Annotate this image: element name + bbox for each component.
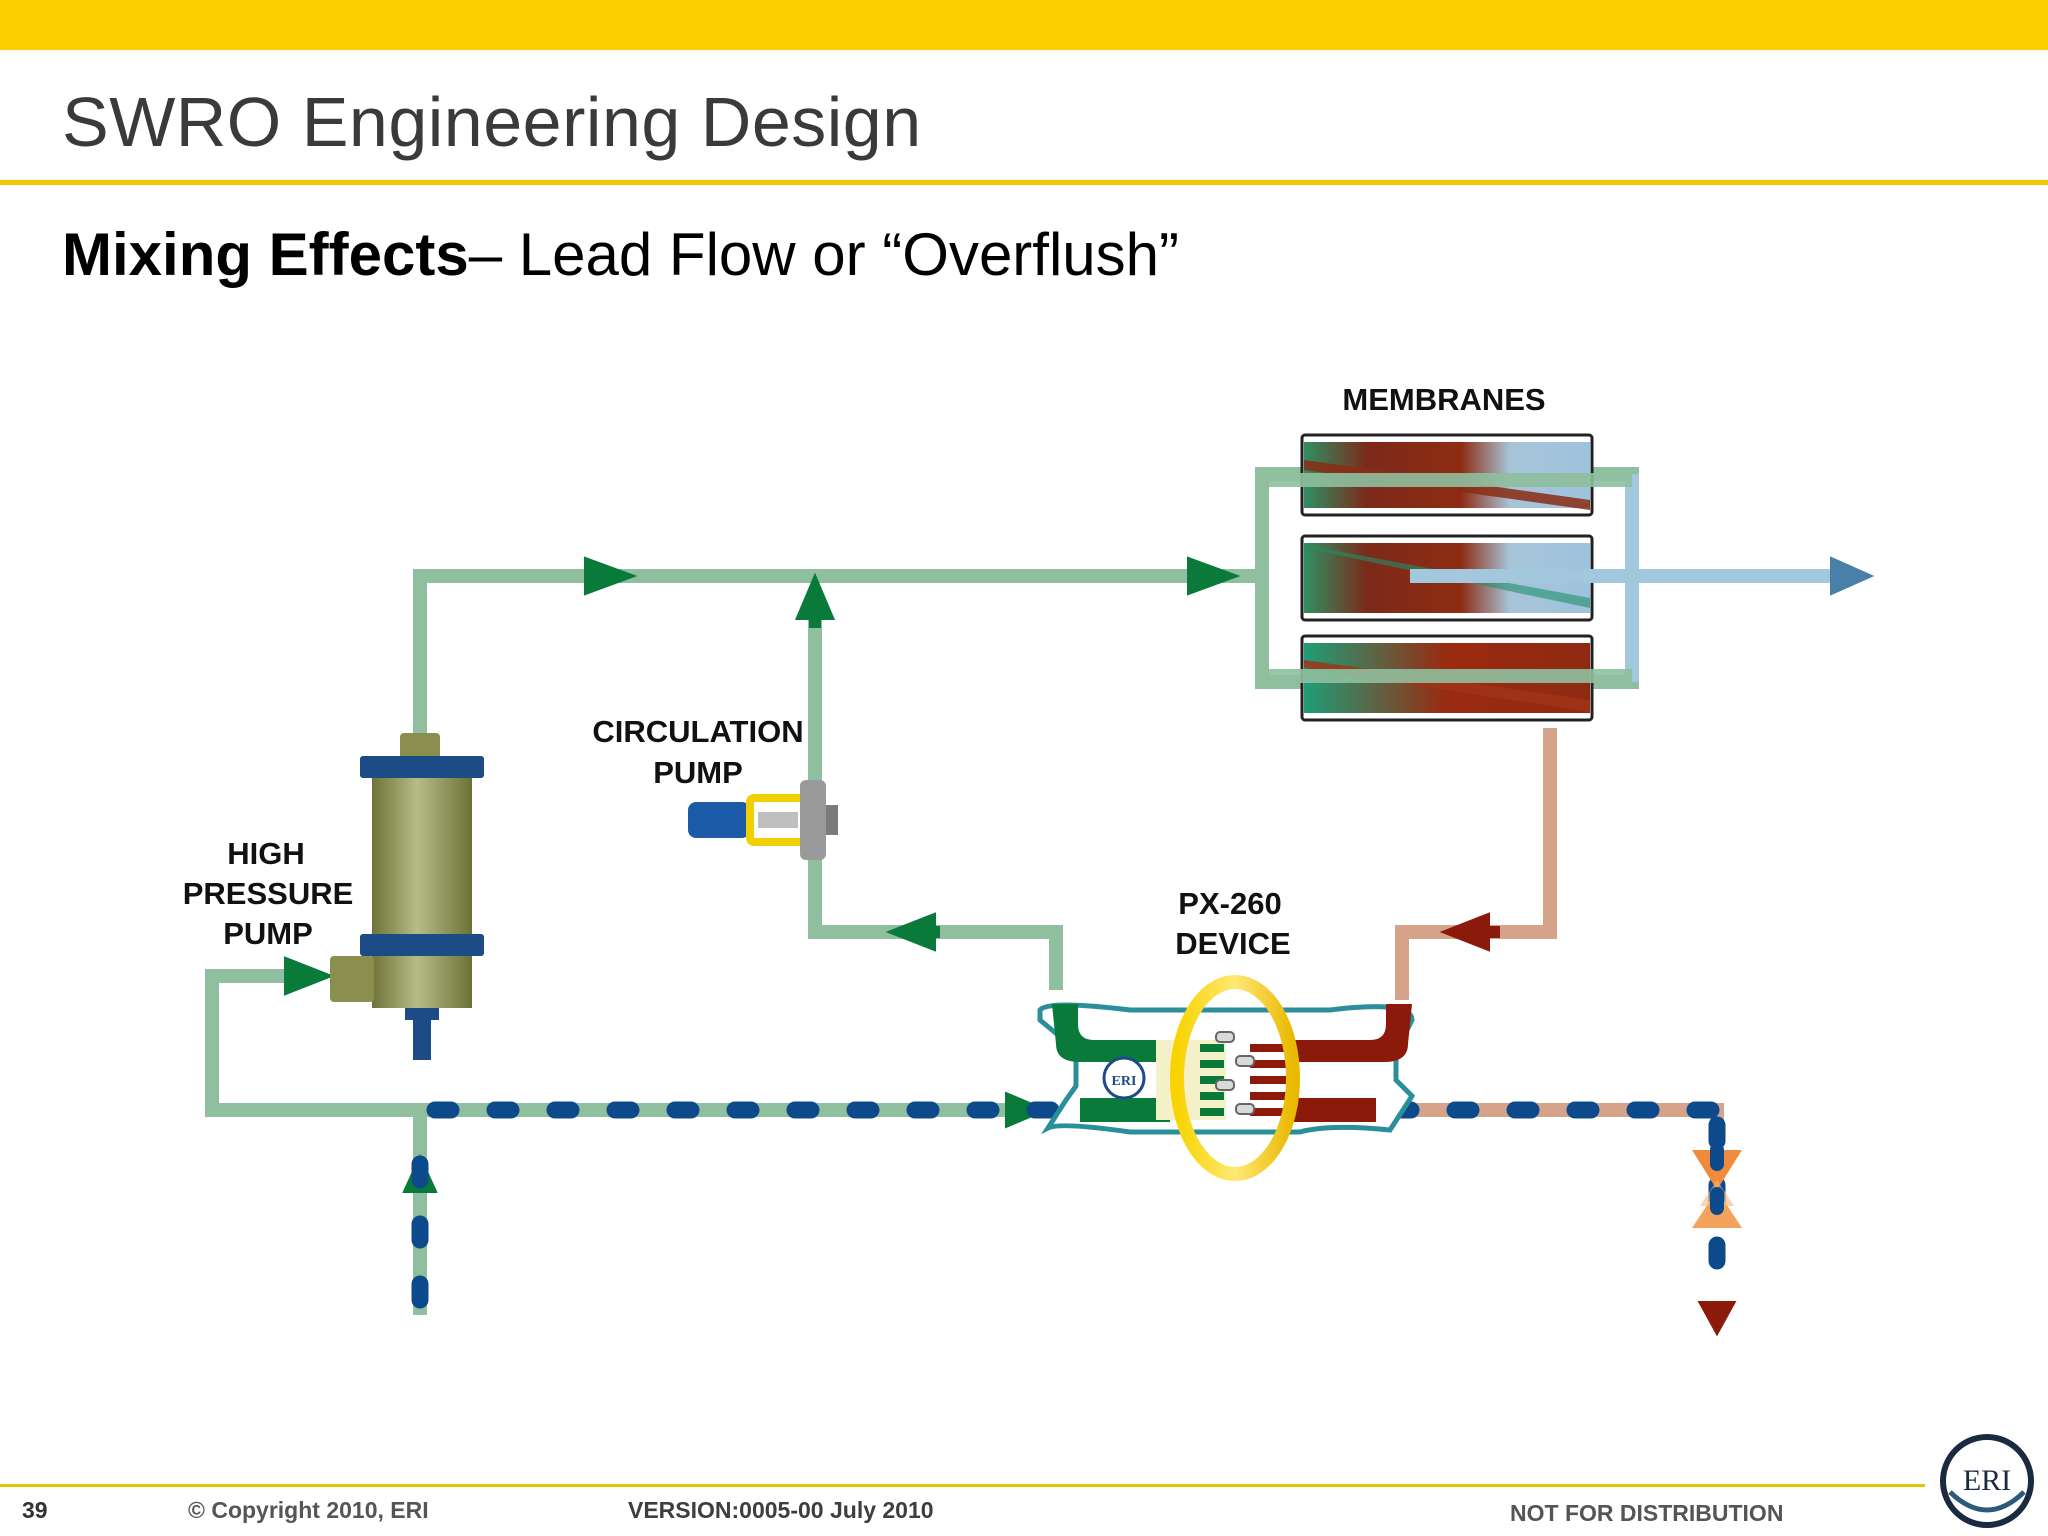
high-pressure-pump <box>330 733 484 1060</box>
label-px-device-line1: PX-260 <box>1178 886 1281 921</box>
arrow-feed-1 <box>584 556 638 596</box>
label-hp-pump-line1: HIGH <box>227 836 305 871</box>
flow-arrows <box>284 556 1875 1337</box>
title-underline <box>0 180 2048 185</box>
eri-logo: ERI <box>1940 1434 2034 1528</box>
arrow-px-inlet <box>1005 1091 1049 1129</box>
footer-distribution: NOT FOR DISTRIBUTION <box>1510 1500 1784 1526</box>
footer-copyright: © Copyright 2010, ERI <box>188 1497 429 1523</box>
label-circulation-pump-line2: PUMP <box>653 755 743 790</box>
px-emblem-text: ERI <box>1112 1074 1137 1089</box>
subtitle-rest: – Lead Flow or “Overflush” <box>468 221 1180 288</box>
subtitle-bold: Mixing Effects <box>62 221 469 288</box>
footer-version: VERSION:0005-00 July 2010 <box>628 1497 934 1523</box>
arrow-feed-2 <box>1187 556 1241 596</box>
label-membranes: MEMBRANES <box>1342 382 1545 417</box>
label-hp-pump-line3: PUMP <box>223 916 313 951</box>
seawater-flow-dots <box>411 1101 1726 1309</box>
eri-logo-text: ERI <box>1963 1464 2011 1497</box>
arrow-hp-inlet <box>284 956 335 996</box>
label-px-device-line2: DEVICE <box>1175 926 1290 961</box>
arrow-brine-outlet <box>1697 1301 1737 1337</box>
brine-outlet-valves <box>1692 1143 1742 1235</box>
label-hp-pump-line2: PRESSURE <box>183 876 354 911</box>
px-260-device: ERI <box>1037 975 1416 1181</box>
arrow-circulation-left <box>885 912 940 952</box>
label-circulation-pump-line1: CIRCULATION <box>592 714 803 749</box>
top-accent-bar <box>0 0 2048 50</box>
circulation-pump <box>688 780 838 860</box>
slide-title: SWRO Engineering Design <box>62 83 922 161</box>
arrow-permeate <box>1830 556 1875 596</box>
membranes <box>1262 433 1632 722</box>
footer-rule <box>0 1484 1925 1487</box>
footer-page-number: 39 <box>22 1497 48 1523</box>
slide-subtitle: Mixing Effects– Lead Flow or “Overflush” <box>62 220 1179 289</box>
permeate-pipe <box>1625 474 1830 682</box>
arrow-circulation-up <box>794 572 836 628</box>
arrow-brine-left <box>1439 912 1500 952</box>
